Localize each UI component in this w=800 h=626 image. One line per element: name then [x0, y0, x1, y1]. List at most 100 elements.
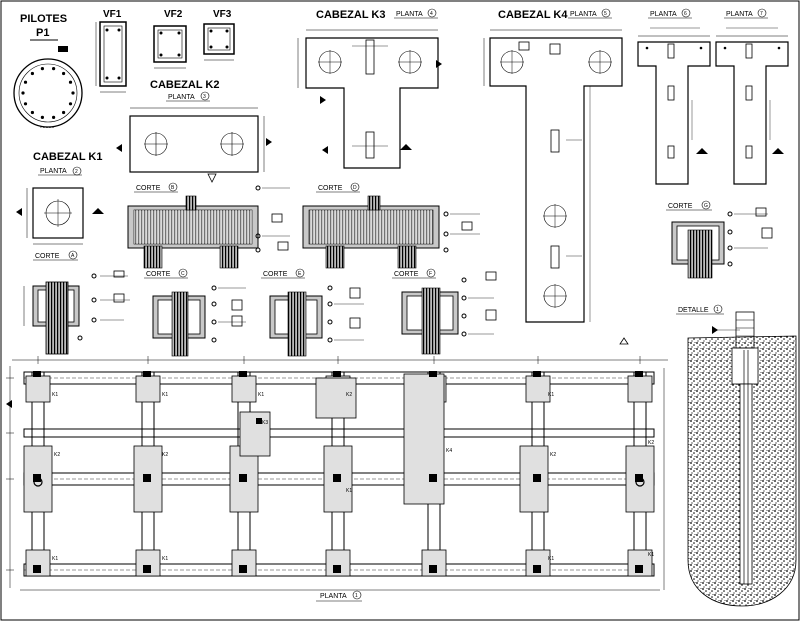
svg-text:K2: K2 [550, 452, 556, 458]
section-f-drawing [401, 271, 497, 355]
svg-text:CORTE: CORTE [35, 253, 60, 260]
svg-text:PLANTA: PLANTA [726, 11, 753, 18]
vf3-title: VF3 [213, 9, 232, 20]
svg-text:K3: K3 [262, 420, 268, 426]
corte-c-tag: CORTE C [144, 268, 188, 279]
pile-cap-planta-7 [715, 27, 789, 185]
corte-f-tag: CORTE F [392, 268, 436, 279]
main-planta-tag: PLANTA 1 [316, 590, 362, 602]
beam-section-vf2 [153, 25, 187, 69]
k2-planta-tag: PLANTA 3 [166, 91, 210, 102]
main-foundation-plan: K1 K1 K1 K2 K1 K2 K2 K3 K4 K2 K2 K1 K1 K… [6, 337, 668, 591]
svg-text:- - - - -: - - - - - [40, 125, 54, 131]
svg-text:PLANTA: PLANTA [396, 11, 423, 18]
vf2-title: VF2 [164, 9, 183, 20]
corte-g-tag: CORTE G [666, 200, 712, 211]
pile-rebar-ring [21, 67, 75, 119]
svg-text:PLANTA: PLANTA [570, 11, 597, 18]
svg-text:3: 3 [203, 94, 206, 100]
pile-cap-k1-plan [16, 187, 104, 245]
svg-text:K2: K2 [346, 392, 352, 398]
svg-text:1: 1 [716, 307, 719, 313]
svg-text:CORTE: CORTE [668, 203, 693, 210]
svg-text:D: D [353, 185, 357, 191]
planta-6-tag: PLANTA 6 [648, 8, 692, 19]
pile-rebar-bar [30, 110, 34, 115]
planta-7-tag: PLANTA 7 [724, 8, 768, 19]
svg-text:A: A [71, 253, 75, 259]
section-c-drawing [152, 285, 246, 357]
pile-cap-k4-plan [483, 29, 623, 323]
k2-title: CABEZAL K2 [150, 79, 219, 91]
p1-title: P1 [36, 27, 49, 39]
svg-text:K2: K2 [162, 452, 168, 458]
pile-rebar-bar [68, 102, 73, 106]
pile-cap-planta-6 [637, 27, 711, 185]
vf1-title: VF1 [103, 9, 122, 20]
pile-rebar-bar [52, 67, 56, 71]
section-g-drawing [671, 207, 773, 279]
svg-text:K1: K1 [548, 556, 554, 562]
corte-e-tag: CORTE E [261, 268, 305, 279]
svg-text:K2: K2 [648, 440, 654, 446]
pile-rebar-bar [71, 91, 75, 95]
pile-rebar-bar [62, 71, 66, 76]
beam-section-vf1 [95, 21, 127, 93]
k4-planta-tag: PLANTA 5 [568, 8, 612, 19]
pile-cap-k2-plan [116, 107, 272, 183]
svg-text:CORTE: CORTE [146, 271, 171, 278]
svg-text:CORTE: CORTE [136, 185, 161, 192]
svg-text:PLANTA: PLANTA [320, 593, 347, 600]
section-d-drawing [302, 195, 480, 269]
svg-text:E: E [298, 271, 302, 277]
svg-text:5: 5 [604, 11, 607, 17]
pile-rebar-bar [23, 80, 28, 84]
svg-text:CORTE: CORTE [394, 271, 419, 278]
svg-text:2: 2 [75, 169, 78, 175]
k3-title: CABEZAL K3 [316, 9, 385, 21]
pile-section-p1 [13, 58, 83, 128]
svg-text:4: 4 [430, 11, 433, 17]
svg-text:K1: K1 [162, 392, 168, 398]
k3-planta-tag: PLANTA 4 [394, 8, 438, 19]
svg-text:7: 7 [760, 11, 763, 17]
svg-text:C: C [181, 271, 185, 277]
k4-title: CABEZAL K4 [498, 9, 568, 21]
svg-text:K1: K1 [346, 488, 352, 494]
pile-rebar-bar [62, 110, 66, 115]
svg-text:K1: K1 [258, 392, 264, 398]
pile-rebar-bar [40, 67, 45, 71]
svg-text:CORTE: CORTE [263, 271, 288, 278]
pile-rebar-bar [30, 71, 34, 76]
svg-text:B: B [171, 185, 175, 191]
detalle-tag: DETALLE 1 [676, 304, 724, 315]
svg-text:6: 6 [684, 11, 687, 17]
section-b-drawing [127, 185, 290, 269]
svg-text:K1: K1 [548, 392, 554, 398]
svg-text:CORTE: CORTE [318, 185, 343, 192]
k1-planta-tag: PLANTA 2 [38, 166, 82, 176]
pile-rebar-bar [52, 115, 56, 119]
k1-title: CABEZAL K1 [33, 151, 102, 163]
pile-rebar-bar [40, 115, 45, 119]
svg-text:K4: K4 [446, 448, 452, 454]
svg-text:PLANTA: PLANTA [40, 168, 67, 175]
pile-rebar-bar [21, 91, 25, 95]
svg-text:F: F [429, 271, 432, 277]
pile-rebar-bar [23, 102, 28, 106]
svg-text:DETALLE: DETALLE [678, 307, 709, 314]
corte-b-tag: CORTE B [134, 182, 178, 193]
corte-d-tag: CORTE D [316, 182, 360, 193]
section-e-drawing [269, 285, 364, 357]
svg-text:K2: K2 [54, 452, 60, 458]
svg-text:PLANTA: PLANTA [168, 94, 195, 101]
svg-text:K1: K1 [648, 552, 654, 558]
section-a-drawing [23, 270, 130, 355]
svg-text:PLANTA: PLANTA [650, 11, 677, 18]
svg-text:K1: K1 [52, 556, 58, 562]
pile-soil-detail [687, 311, 797, 607]
svg-text:K1: K1 [52, 392, 58, 398]
pile-cap-k3-plan [297, 29, 442, 169]
